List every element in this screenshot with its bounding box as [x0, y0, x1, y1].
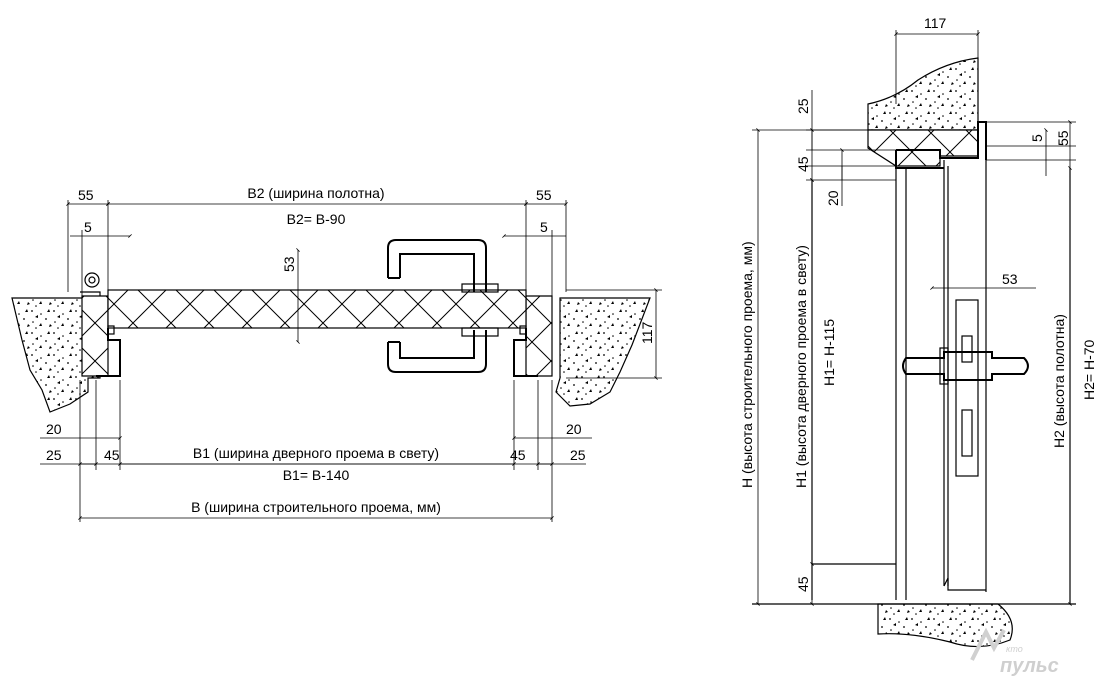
hinge-icon	[84, 272, 100, 288]
section-lintel	[867, 57, 979, 131]
watermark-small-text: кто	[1006, 644, 1023, 654]
watermark-logo: кто пульс	[970, 627, 1059, 677]
plan-dim-right-45: 45	[510, 447, 526, 463]
section-leaf-height-label: H2 (высота полотна)	[1051, 314, 1067, 448]
section-dim-5: 5	[1029, 134, 1045, 142]
section-floor	[877, 603, 1013, 648]
section-view: 117 25 45 20 5 55 53 45 H (высота строит…	[739, 15, 1097, 648]
plan-dim-right-55: 55	[536, 187, 552, 203]
plan-leaf-width-formula: B2= B-90	[287, 211, 346, 227]
section-opening-height-label: H (высота строительного проема, мм)	[739, 241, 755, 488]
plan-dim-left-5: 5	[84, 219, 92, 235]
section-leaf-height-formula: H2= H-70	[1081, 339, 1097, 400]
section-clear-height-label: H1 (высота дверного проема в свету)	[793, 245, 809, 488]
plan-view: 55 55 5 5 B2 (ширина полотна) B2= B-90 5…	[11, 185, 662, 522]
section-dim-117: 117	[924, 15, 947, 31]
plan-leaf-width-label: B2 (ширина полотна)	[247, 185, 384, 201]
section-clear-height-formula: H1= H-115	[821, 319, 837, 386]
section-dim-55: 55	[1055, 130, 1071, 146]
section-dim-25: 25	[795, 98, 811, 114]
plan-clear-width-label: B1 (ширина дверного проема в свету)	[193, 445, 439, 461]
plan-dim-left-20: 20	[46, 421, 62, 437]
section-dim-53: 53	[1002, 271, 1018, 287]
section-dim-45-bottom: 45	[795, 576, 811, 592]
plan-dim-right-25: 25	[570, 447, 586, 463]
section-dim-45-top: 45	[795, 156, 811, 172]
plan-left-frame	[81, 295, 109, 377]
lock-plate	[955, 299, 979, 477]
watermark-brand-text: пульс	[1000, 655, 1059, 677]
door-handle-plan	[387, 239, 487, 292]
section-top-frame	[867, 129, 979, 167]
plan-dim-117: 117	[639, 321, 655, 344]
plan-dim-left-45: 45	[104, 447, 120, 463]
plan-dim-left-25: 25	[46, 447, 62, 463]
plan-right-wall	[555, 297, 651, 407]
watermark-mark-icon	[970, 627, 1006, 661]
plan-opening-width-label: B (ширина строительного проема, мм)	[191, 499, 441, 515]
section-dim-20: 20	[825, 190, 841, 206]
plan-dim-53: 53	[281, 256, 297, 272]
plan-clear-width-formula: B1= B-140	[283, 467, 350, 483]
plan-right-frame	[525, 295, 553, 377]
door-handle-section	[902, 351, 1029, 381]
plan-door-leaf	[107, 289, 527, 329]
plan-dim-left-55: 55	[78, 187, 94, 203]
plan-dim-right-5: 5	[540, 219, 548, 235]
plan-dim-right-20: 20	[566, 421, 582, 437]
